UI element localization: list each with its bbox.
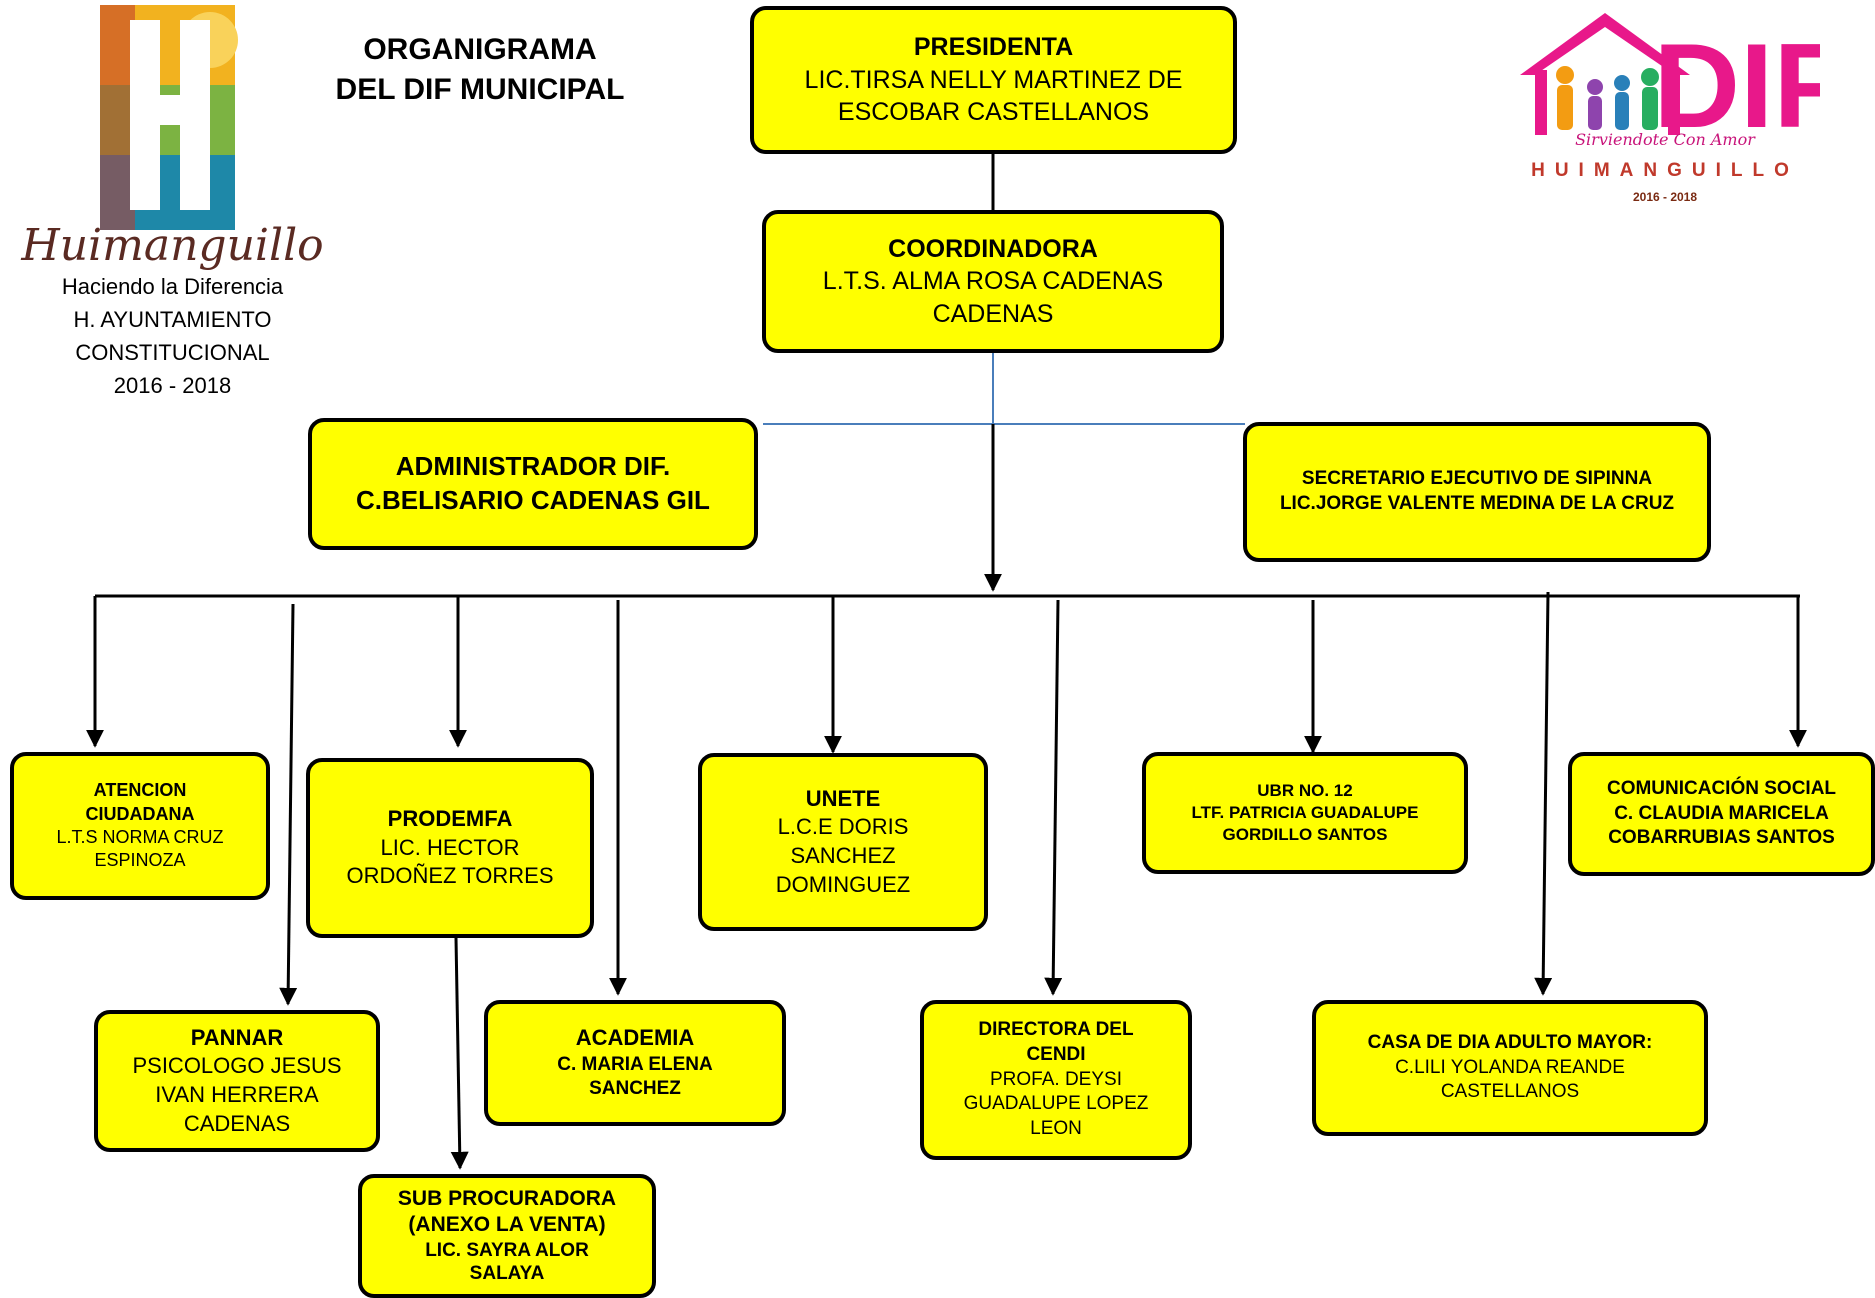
- node-sub-procuradora: SUB PROCURADORA (ANEXO LA VENTA) LIC. SA…: [358, 1174, 656, 1298]
- node-cendi-name3: LEON: [1030, 1118, 1082, 1140]
- page-title-line2: DEL DIF MUNICIPAL: [335, 73, 625, 106]
- page-title-line1: ORGANIGRAMA: [363, 33, 597, 66]
- node-coordinadora-name2: CADENAS: [932, 299, 1054, 328]
- page-title: ORGANIGRAMA DEL DIF MUNICIPAL: [300, 30, 660, 110]
- node-prodemfa-name2: ORDOÑEZ TORRES: [346, 863, 554, 889]
- node-unete: UNETE L.C.E DORIS SANCHEZ DOMINGUEZ: [698, 753, 988, 931]
- node-pannar: PANNAR PSICOLOGO JESUS IVAN HERRERA CADE…: [94, 1010, 380, 1152]
- node-ubr-name2: GORDILLO SANTOS: [1222, 825, 1388, 845]
- dif-logo: DIF: [1520, 13, 1820, 153]
- node-coordinadora-name1: L.T.S. ALMA ROSA CADENAS: [822, 267, 1164, 296]
- node-atencion-name1: L.T.S NORMA CRUZ: [56, 827, 224, 847]
- node-comunicacion-name1: C. CLAUDIA MARICELA: [1614, 802, 1829, 824]
- node-comunicacion-social: COMUNICACIÓN SOCIAL C. CLAUDIA MARICELA …: [1568, 752, 1875, 876]
- arrow-subprocuradora: [450, 937, 469, 1170]
- node-unete-name3: DOMINGUEZ: [775, 871, 911, 897]
- arrow-casa: [1534, 591, 1553, 996]
- node-subprocuradora-title2: (ANEXO LA VENTA): [408, 1213, 606, 1237]
- caption-slogan: Haciendo la Diferencia: [61, 274, 284, 299]
- arrow-cendi: [1044, 599, 1063, 996]
- node-prodemfa-title: PRODEMFA: [387, 806, 513, 832]
- node-academia-title: ACADEMIA: [575, 1025, 695, 1051]
- node-presidenta-name1: LIC.TIRSA NELLY MARTINEZ DE: [804, 65, 1183, 94]
- node-subprocuradora-name1: LIC. SAYRA ALOR: [425, 1239, 589, 1261]
- node-unete-name2: SANCHEZ: [790, 843, 896, 868]
- node-presidenta-title: PRESIDENTA: [913, 33, 1074, 62]
- node-ubr-name1: LTF. PATRICIA GUADALUPE: [1191, 802, 1419, 822]
- node-atencion-title2: CIUDADANA: [85, 803, 195, 824]
- dif-city-name: HUIMANGUILLO: [1531, 160, 1799, 181]
- node-academia-name1: C. MARIA ELENA: [557, 1053, 713, 1075]
- node-cendi-name1: PROFA. DEYSI: [990, 1068, 1122, 1090]
- node-pannar-name3: CADENAS: [183, 1110, 291, 1136]
- municipality-caption: Haciendo la Diferencia H. AYUNTAMIENTO C…: [0, 270, 345, 402]
- node-casa-name1: C.LILI YOLANDA REANDE: [1395, 1056, 1625, 1078]
- node-administrador-name: C.BELISARIO CADENAS GIL: [356, 485, 710, 515]
- node-cendi-title2: CENDI: [1026, 1043, 1086, 1065]
- node-administrador-title: ADMINISTRADOR DIF.: [395, 451, 671, 482]
- caption-constitucional: CONSTITUCIONAL: [75, 340, 270, 365]
- node-coordinadora-title: COORDINADORA: [888, 234, 1098, 263]
- caption-years: 2016 - 2018: [113, 373, 232, 398]
- node-casa-title: CASA DE DIA ADULTO MAYOR:: [1367, 1031, 1653, 1053]
- node-comunicacion-title: COMUNICACIÓN SOCIAL: [1606, 777, 1837, 799]
- node-subprocuradora-title1: SUB PROCURADORA: [397, 1187, 617, 1210]
- arrow-pannar: [279, 603, 298, 1006]
- node-coordinadora: COORDINADORA L.T.S. ALMA ROSA CADENAS CA…: [762, 210, 1224, 353]
- node-atencion-name2: ESPINOZA: [94, 850, 186, 871]
- node-comunicacion-name2: COBARRUBIAS SANTOS: [1608, 827, 1835, 849]
- node-prodemfa: PRODEMFA LIC. HECTOR ORDOÑEZ TORRES: [306, 758, 594, 938]
- node-atencion-title1: ATENCION: [93, 780, 187, 801]
- node-secretario-sipinna: SECRETARIO EJECUTIVO DE SIPINNA LIC.JORG…: [1243, 422, 1711, 562]
- node-ubr-title: UBR NO. 12: [1257, 780, 1353, 800]
- node-ubr-12: UBR NO. 12 LTF. PATRICIA GUADALUPE GORDI…: [1142, 752, 1468, 874]
- node-cendi-title1: DIRECTORA DEL: [978, 1019, 1134, 1041]
- node-academia: ACADEMIA C. MARIA ELENA SANCHEZ: [484, 1000, 786, 1126]
- node-subprocuradora-name2: SALAYA: [469, 1263, 545, 1285]
- node-casa-name2: CASTELLANOS: [1440, 1081, 1580, 1103]
- node-presidenta: PRESIDENTA LIC.TIRSA NELLY MARTINEZ DE E…: [750, 6, 1237, 154]
- node-casa-de-dia: CASA DE DIA ADULTO MAYOR: C.LILI YOLANDA…: [1312, 1000, 1708, 1136]
- node-pannar-name2: IVAN HERRERA: [155, 1082, 319, 1107]
- node-secretario-name: LIC.JORGE VALENTE MEDINA DE LA CRUZ: [1279, 493, 1675, 514]
- node-prodemfa-name1: LIC. HECTOR: [380, 834, 520, 860]
- node-unete-title: UNETE: [805, 785, 881, 811]
- node-cendi-name2: GUADALUPE LOPEZ: [963, 1093, 1149, 1115]
- caption-ayuntamiento: H. AYUNTAMIENTO: [73, 307, 272, 332]
- huimanguillo-logo: [100, 5, 238, 230]
- huimanguillo-script-name: Huimanguillo: [21, 220, 324, 271]
- node-pannar-name1: PSICOLOGO JESUS: [132, 1053, 342, 1079]
- node-atencion-ciudadana: ATENCION CIUDADANA L.T.S NORMA CRUZ ESPI…: [10, 752, 270, 900]
- node-administrador: ADMINISTRADOR DIF. C.BELISARIO CADENAS G…: [308, 418, 758, 550]
- node-pannar-title: PANNAR: [190, 1024, 284, 1050]
- dif-slogan: Sirviendote Con Amor: [1575, 130, 1755, 149]
- node-academia-name2: SANCHEZ: [589, 1078, 681, 1100]
- node-directora-cendi: DIRECTORA DEL CENDI PROFA. DEYSI GUADALU…: [920, 1000, 1192, 1160]
- node-unete-name1: L.C.E DORIS: [777, 814, 909, 840]
- node-presidenta-name2: ESCOBAR CASTELLANOS: [837, 98, 1150, 127]
- node-secretario-title: SECRETARIO EJECUTIVO DE SIPINNA: [1301, 468, 1653, 490]
- dif-logo-text: DIF: [1653, 19, 1820, 153]
- dif-years: 2016 - 2018: [1632, 190, 1698, 204]
